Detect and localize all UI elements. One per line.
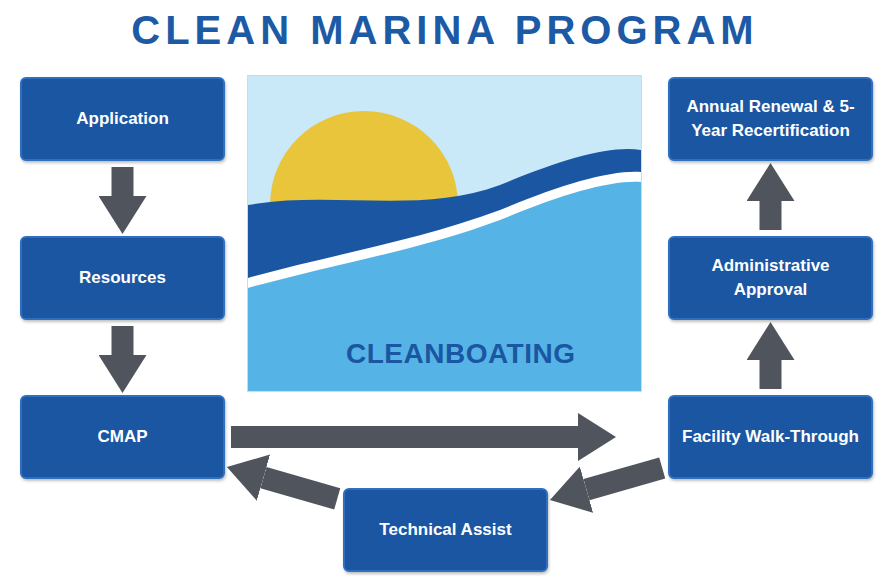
process-box: Administrative Approval bbox=[668, 236, 873, 320]
sky bbox=[248, 76, 641, 391]
flow-arrow bbox=[586, 468, 662, 490]
box-label: Facility Walk-Through bbox=[682, 425, 859, 449]
flow-arrow bbox=[263, 478, 337, 499]
flow-arrow bbox=[760, 201, 782, 230]
box-label: Resources bbox=[79, 266, 166, 290]
flow-arrow bbox=[112, 167, 134, 196]
box-label: Technical Assist bbox=[379, 518, 511, 542]
process-box: CMAP bbox=[20, 395, 225, 479]
clean-boating-logo bbox=[248, 76, 641, 391]
box-label: Annual Renewal & 5-Year Recertification bbox=[680, 95, 861, 143]
diagram-title: CLEAN MARINA PROGRAM bbox=[0, 8, 890, 53]
process-box: Annual Renewal & 5-Year Recertification bbox=[668, 77, 873, 161]
process-box: Facility Walk-Through bbox=[668, 395, 873, 479]
box-label: Administrative Approval bbox=[680, 254, 861, 302]
box-label: Application bbox=[76, 107, 169, 131]
logo-wordmark: CLEANBOATING bbox=[346, 338, 575, 370]
wave-line bbox=[248, 172, 641, 391]
illustration-frame bbox=[248, 76, 642, 392]
dark-wave bbox=[248, 149, 641, 391]
box-label: CMAP bbox=[97, 425, 147, 449]
process-box: Application bbox=[20, 77, 225, 161]
flow-arrow bbox=[112, 326, 134, 355]
process-box: Resources bbox=[20, 236, 225, 320]
flow-arrow bbox=[760, 360, 782, 389]
water bbox=[248, 182, 641, 391]
process-box: Technical Assist bbox=[343, 488, 548, 572]
flow-arrow bbox=[231, 426, 578, 448]
